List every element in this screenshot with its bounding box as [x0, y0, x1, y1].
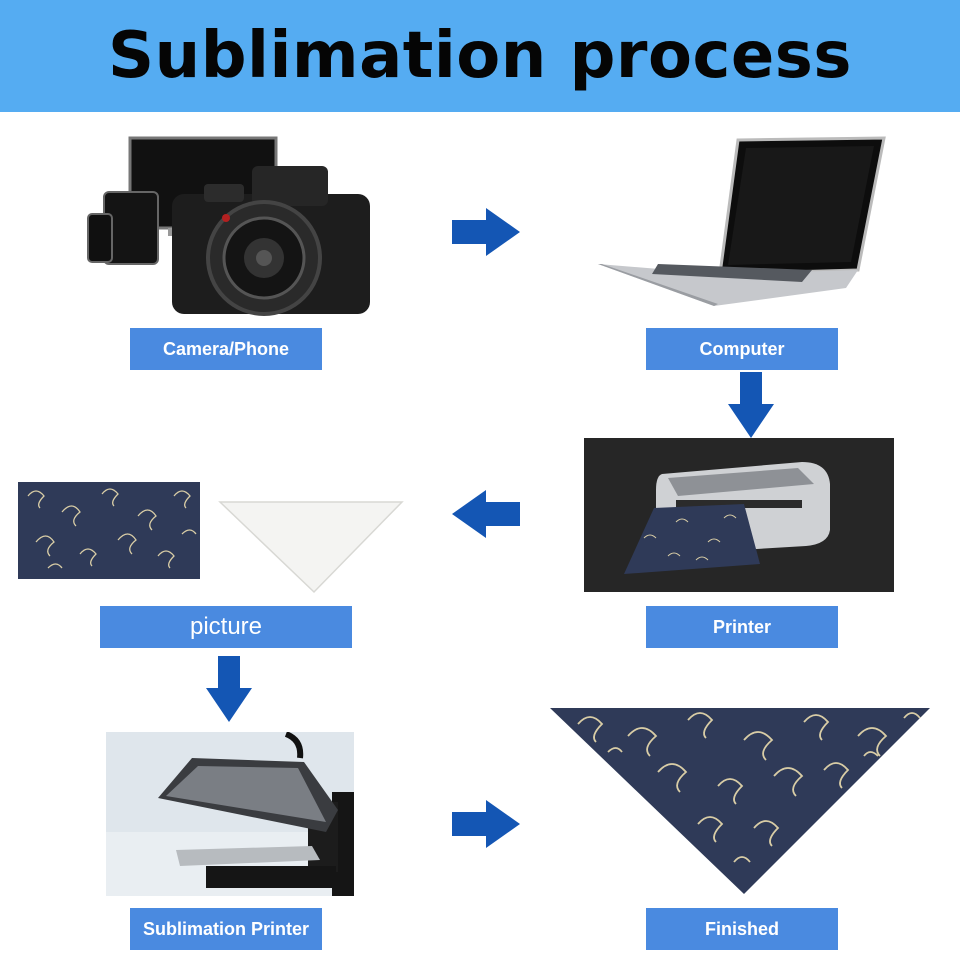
- label-picture: picture: [100, 606, 352, 648]
- label-finished: Finished: [646, 908, 838, 950]
- label-sublimation-printer: Sublimation Printer: [130, 908, 322, 950]
- label-printer: Printer: [646, 606, 838, 648]
- title-banner: Sublimation process: [0, 0, 960, 112]
- label-computer: Computer: [646, 328, 838, 370]
- blank-bandana: [218, 498, 404, 594]
- printer-illustration: [584, 438, 894, 592]
- arrow-down-icon: [206, 656, 252, 722]
- arrow-left-icon: [452, 490, 520, 538]
- camera-phone-illustration: [86, 136, 378, 320]
- finished-bandana: [548, 706, 932, 896]
- heat-press-illustration: [106, 732, 354, 896]
- arrow-right-icon: [452, 800, 520, 848]
- laptop-illustration: [596, 136, 886, 308]
- printed-pattern-sheet: [18, 482, 200, 579]
- arrow-down-icon: [728, 372, 774, 438]
- label-camera-phone: Camera/Phone: [130, 328, 322, 370]
- page-title: Sublimation process: [108, 19, 852, 93]
- arrow-right-icon: [452, 208, 520, 256]
